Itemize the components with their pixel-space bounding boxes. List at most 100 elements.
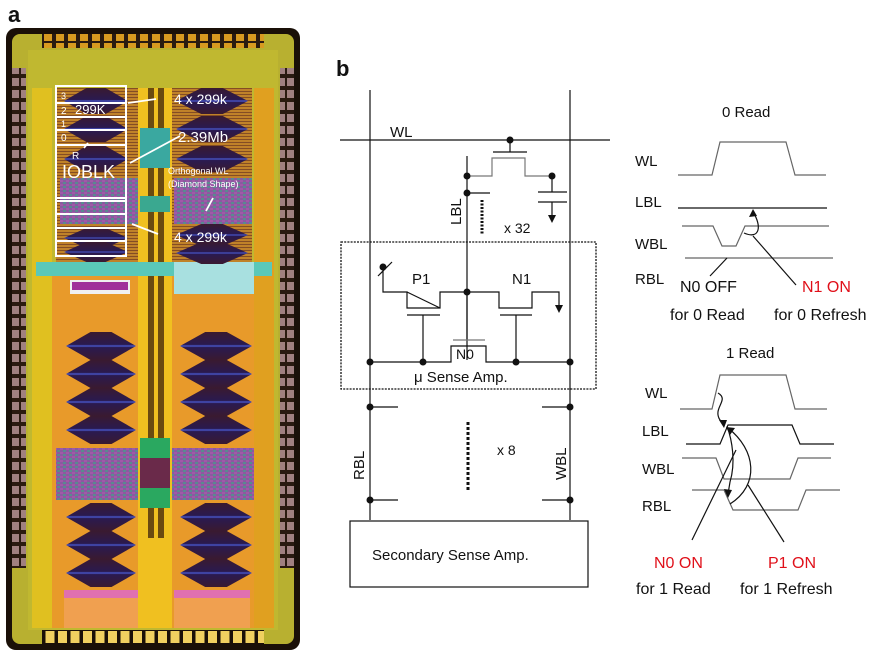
central-spine xyxy=(138,88,172,628)
n1-on-label: N1 ON xyxy=(802,279,851,296)
n0-on-label: N0 ON xyxy=(654,555,703,572)
junction-dots xyxy=(366,136,574,504)
n0-off-label: N0 OFF xyxy=(680,279,737,296)
zero-read-wbl-wave xyxy=(682,225,829,247)
one-read-lbl-wave xyxy=(686,424,834,445)
sense-amp-label: μ Sense Amp. xyxy=(414,369,508,386)
bank-1-label: 1 xyxy=(61,119,66,129)
zero-read-lbl: LBL xyxy=(635,194,662,211)
one-read-wbl-wave xyxy=(682,457,831,480)
spine-track-1 xyxy=(148,88,154,538)
one-read-wl-wave xyxy=(680,374,827,410)
memory-mat xyxy=(66,360,136,388)
one-read-wl-arrow xyxy=(717,392,725,427)
for-0-read-label: for 0 Read xyxy=(670,307,745,324)
one-read-refresh-arrow xyxy=(727,427,752,505)
one-read-wl: WL xyxy=(645,385,668,402)
right-rail xyxy=(254,88,274,628)
lbl-label: LBL xyxy=(448,198,465,225)
magenta-block xyxy=(72,282,128,290)
zero-read-title: 0 Read xyxy=(722,104,770,121)
spine-block-1 xyxy=(140,128,170,168)
zero-read-diagram: 0 Read WL LBL WBL RBL N0 OFF for 0 Read … xyxy=(635,104,866,324)
memory-mat xyxy=(66,503,136,531)
lower-ioblk-left xyxy=(56,448,138,500)
memory-mat xyxy=(180,531,252,559)
panel-label-a: a xyxy=(8,2,21,27)
ground-arrow-n1 xyxy=(555,305,563,313)
bank-0-label: 0 xyxy=(61,133,67,144)
p1-transistor xyxy=(382,267,467,309)
total-capacity-label: 2.39Mb xyxy=(178,129,228,146)
secondary-sense-amp-label: Secondary Sense Amp. xyxy=(372,547,529,564)
memory-mat xyxy=(180,360,252,388)
wbl-label: WBL xyxy=(553,447,570,480)
memory-mat xyxy=(176,116,248,142)
memory-mat xyxy=(176,146,248,172)
memory-mat xyxy=(64,146,128,172)
circuit-schematic: WL LBL x 32 P1 N1 N0 μ Sense Amp. RBL WB… xyxy=(340,90,610,588)
one-read-read-arrow xyxy=(726,425,734,495)
die-photo: 3 2 299K 1 0 R IOBLK 4 x 299k 2.39Mb Ort… xyxy=(6,28,300,650)
redundancy-label: R xyxy=(72,151,79,162)
top-array-label: 4 x 299k xyxy=(174,91,228,107)
n1-label: N1 xyxy=(512,271,531,288)
zero-read-wl-wave xyxy=(678,141,826,176)
memory-mat xyxy=(180,416,252,444)
spine-block-2 xyxy=(140,196,170,212)
memory-mat xyxy=(180,332,252,360)
left-rail xyxy=(32,88,52,628)
memory-mat xyxy=(66,531,136,559)
one-read-rbl-wave xyxy=(692,489,840,511)
memory-mat xyxy=(66,559,136,587)
secondary-sense-amp-box xyxy=(349,520,589,588)
zero-read-rbl: RBL xyxy=(635,271,664,288)
zero-read-wl: WL xyxy=(635,153,658,170)
memory-mat xyxy=(64,228,128,248)
memory-mat xyxy=(66,388,136,416)
bank-outline xyxy=(55,85,127,257)
ground-arrow-cell xyxy=(548,215,556,223)
cyan-block xyxy=(174,262,254,294)
panel-label-b: b xyxy=(336,56,350,81)
memory-mat xyxy=(176,242,248,264)
for-1-read-label: for 1 Read xyxy=(636,581,711,598)
orthogonal-wl-label: Orthogonal WL xyxy=(168,166,229,176)
bottom-logic-left xyxy=(64,598,138,628)
one-read-title: 1 Read xyxy=(726,345,774,362)
one-read-rbl: RBL xyxy=(642,498,671,515)
diamond-shape-label: (Diamond Shape) xyxy=(168,179,239,189)
spine-block-3 xyxy=(140,438,170,458)
bottom-strip-right xyxy=(174,590,250,598)
x8-label: x 8 xyxy=(497,442,516,458)
memory-mat xyxy=(176,224,248,246)
memory-mat xyxy=(66,332,136,360)
bottom-pads xyxy=(42,630,264,644)
bottom-array-label: 4 x 299k xyxy=(174,229,228,245)
n0-transistor xyxy=(370,345,570,363)
ioblk-label: IOBLK xyxy=(62,162,115,182)
top-pads xyxy=(42,34,264,48)
memory-mat xyxy=(180,388,252,416)
memory-mat xyxy=(66,416,136,444)
n1-transistor xyxy=(467,291,560,309)
right-pads xyxy=(280,68,294,568)
x32-label: x 32 xyxy=(504,220,531,236)
callout-lines xyxy=(83,98,214,235)
spine-track-2 xyxy=(158,88,164,538)
timing-diagrams: 0 Read WL LBL WBL RBL N0 OFF for 0 Read … xyxy=(635,104,866,598)
one-read-lbl: LBL xyxy=(642,423,669,440)
lower-ioblk-right xyxy=(172,448,254,500)
cell-transistor xyxy=(467,157,552,177)
spine-block-5 xyxy=(140,488,170,508)
memory-mat xyxy=(176,88,248,114)
zero-read-wbl: WBL xyxy=(635,236,668,253)
wl-label: WL xyxy=(390,124,413,141)
bottom-strip-left xyxy=(64,590,138,598)
memory-mat xyxy=(64,88,128,114)
ioblk-region-right xyxy=(174,178,252,224)
p1-on-label: P1 ON xyxy=(768,555,816,572)
bank-3-label: 3 xyxy=(61,91,66,101)
memory-mat xyxy=(180,559,252,587)
spine-block-4 xyxy=(140,458,170,488)
